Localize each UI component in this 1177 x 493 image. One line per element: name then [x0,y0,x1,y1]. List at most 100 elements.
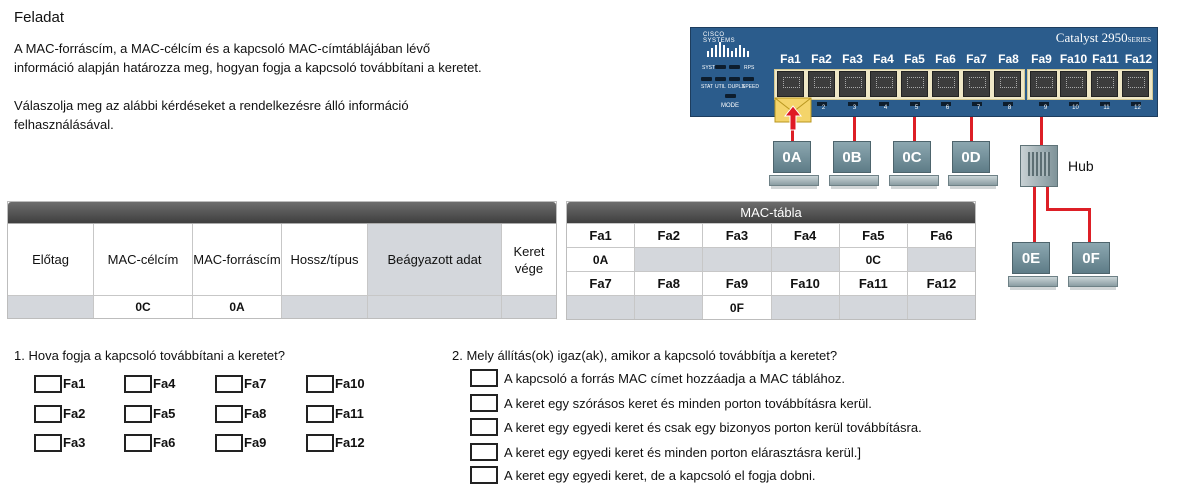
checkbox-fa8[interactable] [215,405,243,423]
checkbox-fa2[interactable] [34,405,62,423]
port-led-8 [1003,102,1013,106]
port-label-fa5: Fa5 [904,52,925,66]
port-number-8: 8 [1007,105,1012,111]
frame-val-dest-mac: 0C [94,296,193,318]
mac-header-row-2: Fa7 Fa8 Fa9 Fa10 Fa11 Fa12 [567,271,975,295]
frame-table: Előtag MAC-célcím MAC-forráscím Hossz/tí… [7,201,557,319]
checkbox-fa4[interactable] [124,375,152,393]
checkbox-fa7[interactable] [215,375,243,393]
port-label-fa9: Fa9 [1031,52,1052,66]
port-fa6[interactable] [932,71,959,97]
port-label-fa7: Fa7 [966,52,987,66]
port-fa11[interactable] [1091,71,1118,97]
frame-val-src-mac: 0A [193,296,282,318]
checkbox-fa10[interactable] [306,375,334,393]
option-label-fa11: Fa11 [335,406,364,421]
frame-col-src-mac: MAC-forráscím [193,224,282,295]
checkbox-fa1[interactable] [34,375,62,393]
pc-0d[interactable]: 0D [948,141,1000,191]
pc-label-0f: 0F [1082,249,1100,267]
checkbox-fa11[interactable] [306,405,334,423]
frame-col-length-type: Hossz/típus [282,224,368,295]
port-fa5[interactable] [901,71,928,97]
frame-value-row: 0C 0A [8,295,556,318]
mac-val-fa1: 0A [567,248,636,271]
mac-col-fa9: Fa9 [703,272,772,295]
port-label-fa8: Fa8 [998,52,1019,66]
pc-label-0a: 0A [782,148,802,166]
mac-col-fa1: Fa1 [567,224,636,247]
mac-col-fa12: Fa12 [926,276,957,291]
rps-led-lamp [729,65,740,69]
port-number-6: 6 [945,105,950,111]
mac-header-row-1: Fa1 Fa2 Fa3 Fa4 Fa5 Fa6 [567,223,975,247]
page-title: Feladat [14,9,65,26]
cisco-bars-icon [707,42,749,57]
port-number-3: 3 [852,105,857,111]
mac-val-fa9: 0F [703,296,772,319]
led-label-stat: STAT [701,84,714,90]
port-label-fa2: Fa2 [811,52,832,66]
link-hub-0f-c [1088,208,1091,246]
port-fa1[interactable] [777,71,804,97]
checkbox-answer-1[interactable] [470,369,498,387]
mac-val-fa5: 0C [840,248,908,271]
mac-val-fa6 [907,248,976,271]
duplx-led [729,77,740,81]
port-fa12[interactable] [1122,71,1149,97]
port-fa3[interactable] [839,71,866,97]
checkbox-fa9[interactable] [215,434,243,452]
pc-0c[interactable]: 0C [889,141,941,191]
pc-0e[interactable]: 0E [1008,242,1060,292]
mac-col-fa6: Fa6 [930,228,953,243]
instruction-line-4: felhasználásával. [14,117,114,132]
mac-table-title: MAC-tábla [567,202,975,223]
envelope-frame-icon [774,97,812,131]
instruction-line-1: A MAC-forráscím, a MAC-célcím és a kapcs… [14,41,431,56]
checkbox-answer-4[interactable] [470,443,498,461]
frame-col-data: Beágyazott adat [368,224,502,295]
checkbox-answer-5[interactable] [470,466,498,484]
question-1-text: 1. Hova fogja a kapcsoló továbbítani a k… [14,348,286,363]
port-label-fa6: Fa6 [935,52,956,66]
port-label-fa3: Fa3 [842,52,863,66]
option-label-fa4: Fa4 [153,376,176,391]
port-number-2: 2 [821,105,826,111]
mac-value-row-2: 0F [567,295,976,319]
port-label-fa10: Fa10 [1059,52,1088,66]
frame-val-fcs [502,296,556,318]
mac-val-fa2 [635,248,704,271]
checkbox-answer-2[interactable] [470,394,498,412]
hub-label: Hub [1068,158,1094,174]
port-led-7 [972,102,982,106]
port-fa7[interactable] [963,71,990,97]
port-fa10[interactable] [1060,71,1087,97]
answer-label-2: A keret egy szórásos keret és minden por… [504,396,872,411]
port-fa2[interactable] [808,71,835,97]
mac-col-fa7: Fa7 [567,272,636,295]
checkbox-fa5[interactable] [124,405,152,423]
answer-label-3: A keret egy egyedi keret és csak egy biz… [504,420,922,435]
port-fa8[interactable] [994,71,1021,97]
option-label-fa12: Fa12 [335,435,365,450]
mac-value-row-1: 0A 0C [567,247,976,271]
mac-col-fa5: Fa5 [840,224,908,247]
port-fa4[interactable] [870,71,897,97]
frame-col-dest-mac: MAC-célcím [94,224,193,295]
checkbox-fa3[interactable] [34,434,62,452]
checkbox-fa12[interactable] [306,434,334,452]
port-led-5 [910,102,920,106]
mode-button[interactable] [725,94,736,98]
pc-0a[interactable]: 0A [769,141,821,191]
checkbox-answer-3[interactable] [470,418,498,436]
util-led [715,77,726,81]
mac-col-fa2: Fa2 [635,224,704,247]
pc-0b[interactable]: 0B [829,141,881,191]
port-fa9[interactable] [1030,71,1057,97]
instruction-line-2: információ alapján határozza meg, hogyan… [14,60,482,75]
port-label-fa4: Fa4 [873,52,894,66]
checkbox-fa6[interactable] [124,434,152,452]
hub-device[interactable] [1020,145,1058,187]
port-led-3 [848,102,858,106]
pc-0f[interactable]: 0F [1068,242,1120,292]
